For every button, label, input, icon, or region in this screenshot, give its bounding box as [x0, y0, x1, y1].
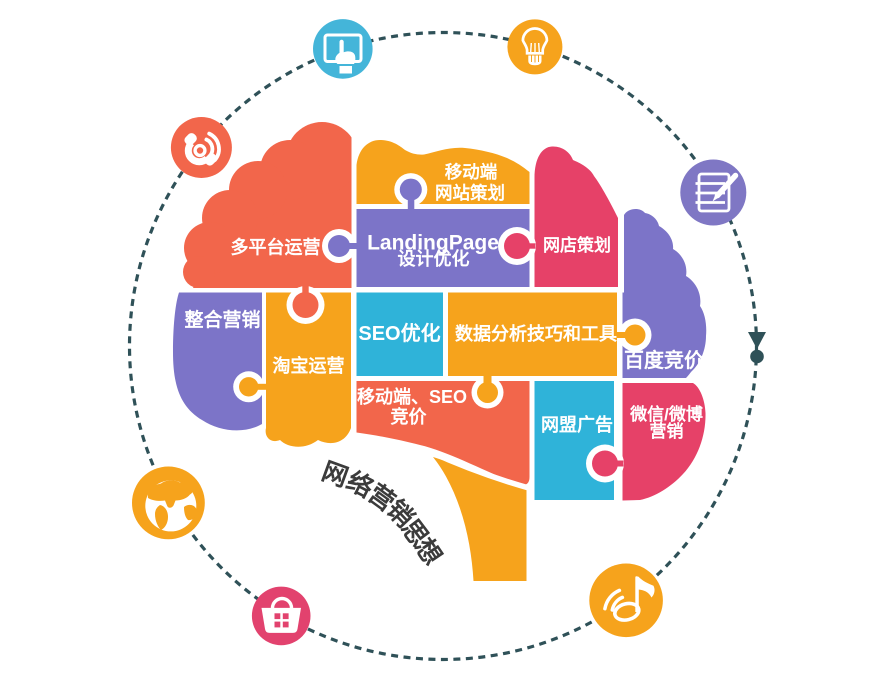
svg-text:移动端: 移动端 — [445, 162, 498, 182]
svg-text:网店策划: 网店策划 — [543, 235, 611, 255]
svg-text:百度竞价: 百度竞价 — [624, 348, 705, 372]
svg-text:整合营销: 整合营销 — [184, 308, 260, 331]
svg-text:网站策划: 网站策划 — [435, 183, 505, 203]
svg-text:多平台运营: 多平台运营 — [231, 237, 321, 258]
svg-text:LandingPage: LandingPage — [367, 232, 499, 255]
svg-text:设计优化: 设计优化 — [398, 248, 470, 269]
svg-text:微信/微博: 微信/微博 — [629, 404, 703, 424]
svg-text:淘宝运营: 淘宝运营 — [273, 355, 345, 376]
svg-text:数据分析技巧和工具: 数据分析技巧和工具 — [455, 323, 617, 344]
svg-text:SEO优化: SEO优化 — [358, 321, 440, 345]
svg-text:营销: 营销 — [650, 421, 684, 441]
svg-text:移动端、SEO: 移动端、SEO — [357, 386, 467, 407]
svg-text:网盟广告: 网盟广告 — [541, 414, 613, 435]
svg-text:竞价: 竞价 — [391, 406, 428, 427]
